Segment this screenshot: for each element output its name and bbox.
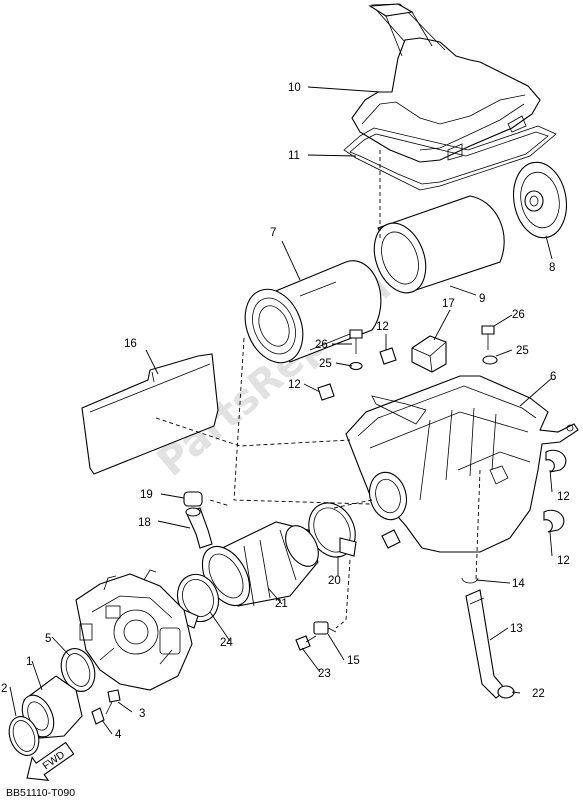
heat-shield-plate <box>81 353 219 475</box>
callout-18: 23 <box>318 668 331 680</box>
callout-20: 21 <box>275 598 288 610</box>
callout-12-b: 12 <box>288 379 301 391</box>
bolts-and-washers <box>349 325 498 371</box>
callout-23: 20 <box>328 575 341 587</box>
leader-lines <box>9 86 553 735</box>
cover-gasket <box>343 125 557 191</box>
o-ring <box>8 716 40 756</box>
callout-1: 1 <box>26 656 32 668</box>
bolt-3 <box>107 689 121 703</box>
callout-12-c: 12 <box>557 491 570 503</box>
callout-7: 7 <box>270 227 276 239</box>
hose-clips <box>317 347 567 533</box>
callout-16: 17 <box>442 298 455 310</box>
assembly-lines <box>155 150 481 629</box>
sensor-and-screw <box>295 621 337 651</box>
callout-5: 5 <box>45 633 51 645</box>
callout-12-a: 12 <box>376 321 389 333</box>
callout-labels: 10 11 7 8 9 17 12 26 26 25 25 12 6 16 19… <box>1 82 570 741</box>
callout-26-b: 26 <box>512 309 525 321</box>
throttle-body <box>75 569 193 691</box>
callout-25-a: 25 <box>319 358 332 370</box>
airbox-case <box>345 375 579 553</box>
callout-13: 13 <box>510 623 523 635</box>
outer-filter-element <box>373 195 505 294</box>
clamp-band-5 <box>60 648 96 692</box>
breather-fittings <box>183 491 213 549</box>
drain-hose <box>465 589 515 699</box>
callout-12-d: 12 <box>557 555 570 567</box>
callout-22: 19 <box>140 489 153 501</box>
clamp-band-23 <box>308 502 357 558</box>
drain-plug <box>497 685 515 699</box>
callout-8: 8 <box>549 262 555 274</box>
clamp-band-24 <box>176 573 220 629</box>
callout-4: 4 <box>115 729 122 741</box>
hose-clamp-15 <box>461 577 479 584</box>
callout-21: 18 <box>138 517 151 529</box>
inner-filter-element <box>244 260 382 364</box>
callout-19: 16 <box>124 338 137 350</box>
callout-25-b: 25 <box>516 345 529 357</box>
callout-24: 24 <box>220 637 233 649</box>
callout-11: 11 <box>288 150 300 162</box>
washer-4 <box>91 707 105 725</box>
callout-9: 9 <box>479 293 485 305</box>
filter-end-cap <box>513 161 567 239</box>
callout-2: 2 <box>1 683 7 695</box>
callout-17: 15 <box>347 655 360 667</box>
foam-piece <box>411 335 447 373</box>
callout-6: 6 <box>550 371 556 383</box>
callout-15: 14 <box>512 578 525 590</box>
callout-14: 22 <box>532 688 545 700</box>
diagram-code: BB51110-T090 <box>6 787 75 799</box>
callout-26-a: 26 <box>315 339 328 351</box>
callout-10: 10 <box>288 82 301 94</box>
airbox-cover <box>351 3 541 163</box>
callout-3: 3 <box>139 708 145 720</box>
